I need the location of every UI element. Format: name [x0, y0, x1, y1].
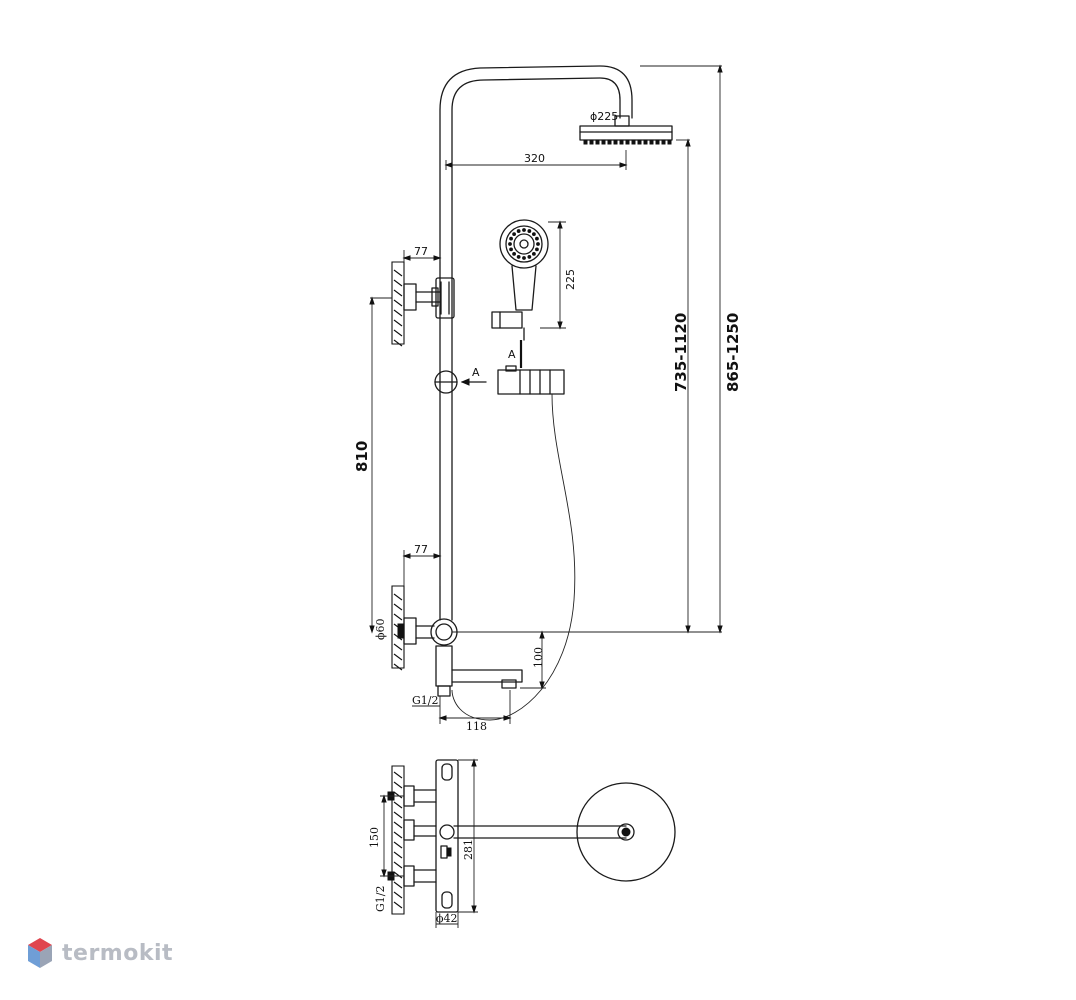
lower-bracket-offset-label: 77	[414, 543, 428, 556]
section-view-label: A	[508, 348, 516, 361]
body-length-dimension	[458, 758, 478, 914]
brand-cube-icon	[28, 938, 52, 968]
thermostatic-body-plan	[435, 759, 459, 913]
upper-bracket-offset-label: 77	[414, 245, 428, 258]
spray-jet	[509, 247, 513, 252]
rail-span-dimension	[369, 296, 375, 634]
spout-reach-dimension	[438, 690, 512, 724]
rail-span-label: 810	[353, 441, 371, 472]
plan-inlet-thread-label: G1/2	[374, 886, 387, 913]
spout-drop-label: 100	[532, 647, 545, 668]
watermark-text: termokit	[62, 940, 174, 966]
hand-shower-length-label: 225	[564, 269, 577, 290]
nozzle-tooth	[625, 139, 630, 145]
spout-drop-dimension	[520, 630, 546, 690]
overhead-shower-head	[579, 115, 673, 145]
inlet-spacing-dimension	[380, 794, 404, 878]
nozzle-tooth	[655, 139, 660, 145]
hand-shower	[491, 219, 549, 341]
spray-jet	[531, 251, 536, 256]
inlet-spacing-label: 150	[368, 827, 381, 848]
section-a-holder	[497, 340, 565, 395]
nozzle-tooth	[619, 139, 624, 145]
arm-length-label: 320	[524, 152, 545, 165]
body-diameter-label: ϕ42	[436, 912, 458, 925]
spray-jet	[527, 255, 532, 259]
nozzle-tooth	[649, 139, 654, 145]
upper-wall-bracket	[391, 261, 455, 347]
hand-shower-length-dimension	[540, 220, 566, 330]
hand-shower-slider	[434, 370, 487, 394]
nozzle-tooth	[601, 139, 606, 145]
nozzle-tooth	[589, 139, 594, 145]
spray-jet	[527, 229, 532, 233]
spout-reach-label: 118	[466, 720, 487, 733]
spray-jet	[512, 251, 517, 256]
nozzle-tooth	[643, 139, 648, 145]
riser-pipe	[439, 65, 633, 621]
inlet-thread-label: G1/2	[412, 694, 439, 707]
lower-bracket-offset-dimension	[402, 550, 442, 586]
plan-inlet-connectors	[387, 785, 437, 887]
spray-jet	[531, 232, 536, 237]
watermark-logo: termokit	[26, 936, 173, 970]
spray-jet	[516, 229, 521, 233]
plan-wall	[391, 765, 405, 915]
head-height-range-label: 735-1120	[672, 313, 690, 392]
mixer-valve	[430, 618, 523, 697]
spray-jet	[508, 242, 512, 246]
spray-jet	[522, 228, 526, 232]
shower-hose	[451, 393, 576, 721]
spray-jet	[522, 256, 526, 260]
nozzle-tooth	[637, 139, 642, 145]
body-length-label: 281	[462, 839, 475, 860]
height-dimension-lines	[452, 64, 723, 634]
spray-jet	[512, 232, 517, 237]
body-diameter-dimension	[435, 912, 459, 928]
spray-jet	[516, 255, 521, 259]
nozzle-tooth	[661, 139, 666, 145]
upper-bracket-offset-dimension	[402, 250, 442, 262]
nozzle-tooth	[631, 139, 636, 145]
arm-length-dimension	[444, 150, 628, 170]
mixer-diameter-label: ϕ60	[374, 619, 387, 641]
plan-arm-and-head	[453, 782, 676, 882]
nozzle-tooth	[583, 139, 588, 145]
nozzle-tooth	[607, 139, 612, 145]
spray-jet	[536, 242, 540, 246]
section-arrow-label: A	[472, 366, 480, 379]
spray-jet	[509, 236, 513, 241]
spray-jet	[535, 247, 539, 252]
lower-wall-bracket	[391, 585, 435, 671]
total-height-range-label: 865-1250	[724, 313, 742, 392]
spray-jet	[535, 236, 539, 241]
nozzle-tooth	[613, 139, 618, 145]
head-diameter-label: ϕ225	[590, 110, 618, 123]
nozzle-tooth	[667, 139, 672, 145]
nozzle-tooth	[595, 139, 600, 145]
